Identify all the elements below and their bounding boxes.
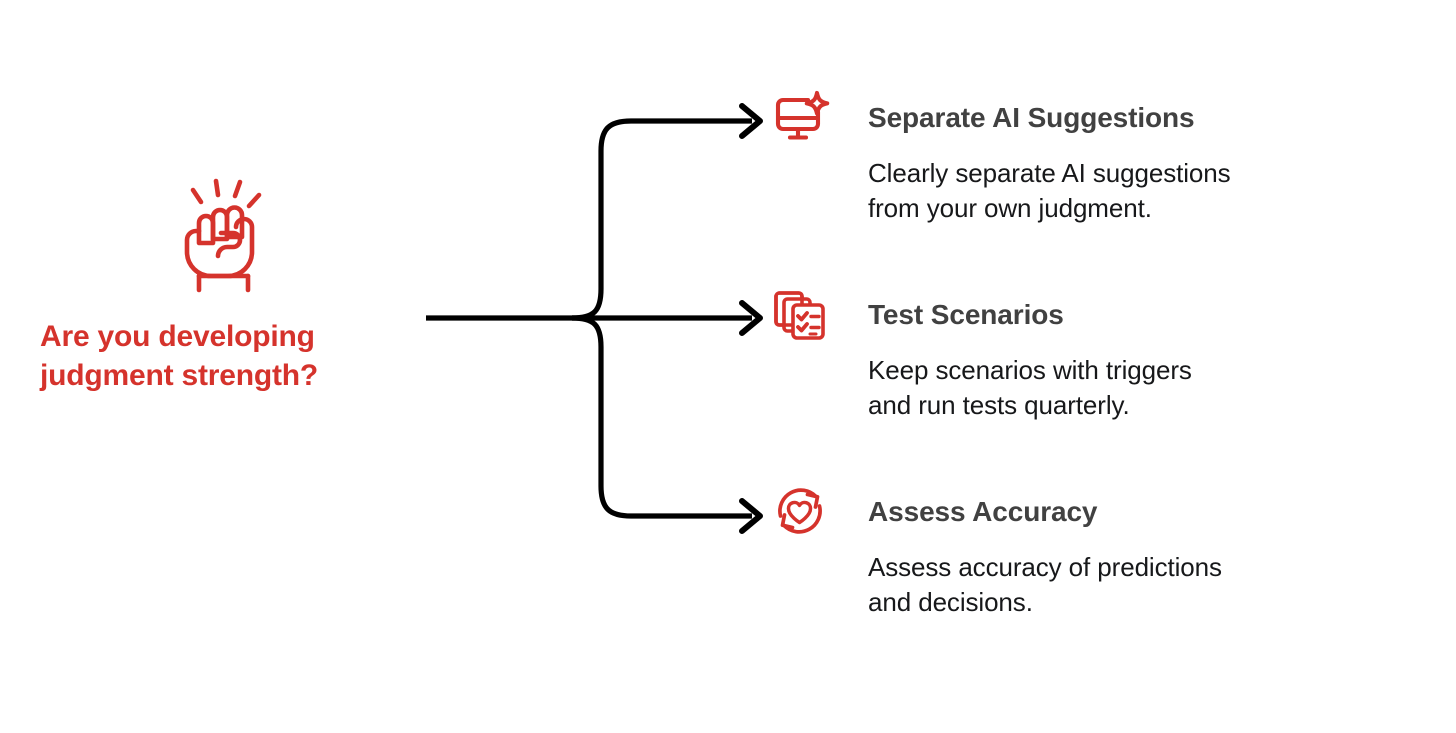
question-block: Are you developing judgment strength?	[40, 175, 400, 395]
branch-description: Clearly separate AI suggestions from you…	[868, 158, 1231, 224]
monitor-sparkle-icon	[772, 88, 834, 146]
branch-item-assess-accuracy[interactable]: Assess Accuracy Assess accuracy of predi…	[772, 482, 1432, 621]
stacked-checklist-documents-icon	[772, 285, 834, 343]
arrowhead-top	[739, 103, 763, 139]
branch-item-separate-ai-suggestions[interactable]: Separate AI Suggestions Clearly separate…	[772, 88, 1432, 227]
branch-header: Separate AI Suggestions	[772, 88, 1432, 150]
connector-branch-top	[571, 118, 752, 321]
connector-branch-bottom	[571, 315, 752, 519]
branch-title: Test Scenarios	[868, 299, 1064, 330]
branch-header: Assess Accuracy	[772, 482, 1432, 544]
branch-description: Keep scenarios with triggers and run tes…	[868, 355, 1192, 421]
branch-title: Assess Accuracy	[868, 496, 1098, 527]
branch-description: Assess accuracy of predictions and decis…	[868, 552, 1222, 618]
branch-item-test-scenarios[interactable]: Test Scenarios Keep scenarios with trigg…	[772, 285, 1432, 424]
branch-header: Test Scenarios	[772, 285, 1432, 347]
arrowhead-bottom	[739, 498, 763, 534]
heart-refresh-cycle-icon	[772, 482, 834, 540]
raised-fist-icon	[40, 175, 400, 295]
branch-title: Separate AI Suggestions	[868, 102, 1195, 133]
question-text: Are you developing judgment strength?	[40, 320, 319, 392]
arrowhead-middle	[739, 300, 763, 336]
